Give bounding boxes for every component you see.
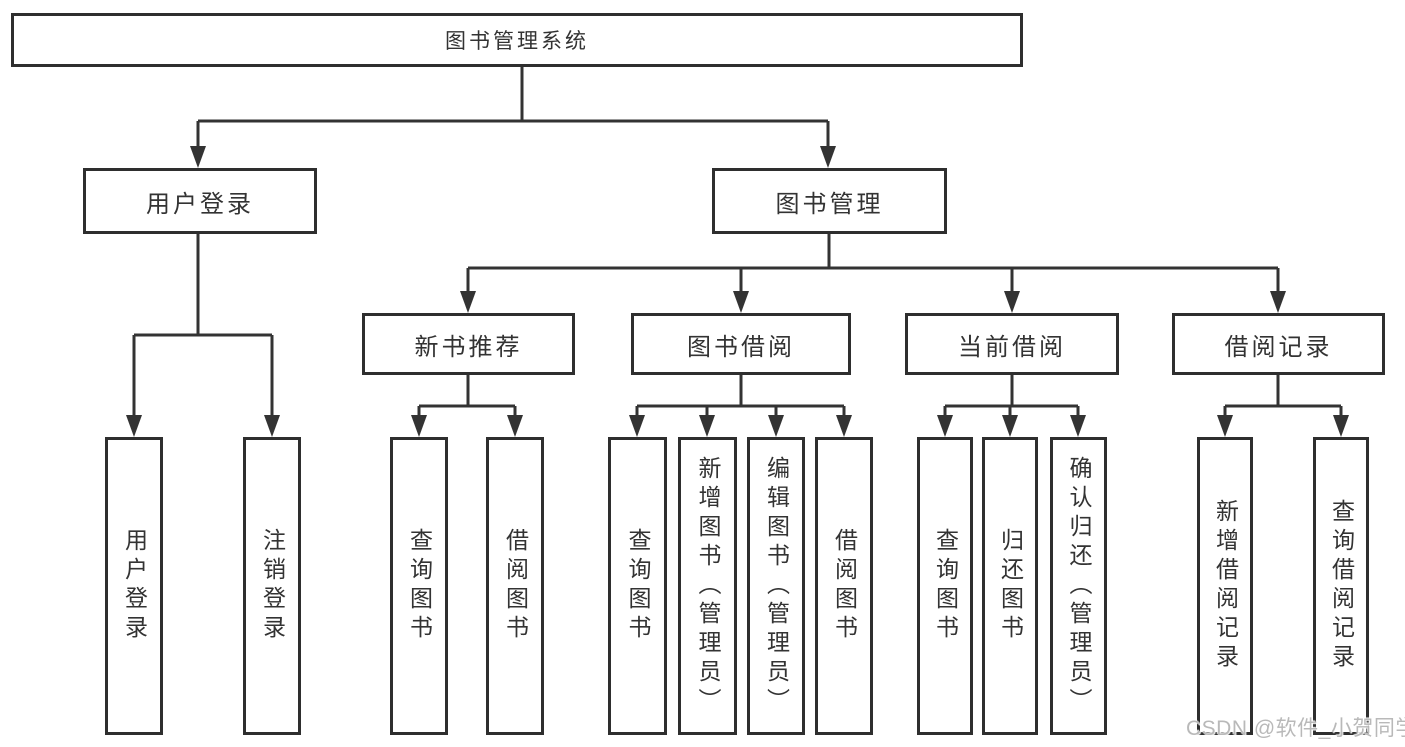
leaf-confirm-return-admin: 确认归还（管理员） [1050,437,1107,735]
leaf-query-books-2: 查询图书 [608,437,667,735]
node-book-management-label: 图书管理 [775,190,884,218]
leaf-query-books-1-label: 查询图书 [406,528,433,644]
leaf-confirm-return-admin-label: 确认归还（管理员） [1066,455,1092,717]
leaf-logout: 注销登录 [243,437,301,735]
node-new-book-recommend-label: 新书推荐 [414,333,523,361]
leaf-user-login: 用户登录 [105,437,163,735]
leaf-edit-book-admin: 编辑图书（管理员） [747,437,805,735]
leaf-borrow-books-2-label: 借阅图书 [831,528,858,644]
leaf-query-books-3: 查询图书 [917,437,973,735]
node-user-login-label: 用户登录 [146,190,254,218]
node-book-borrowing-label: 图书借阅 [687,333,795,361]
leaf-borrow-books-1-label: 借阅图书 [502,528,529,644]
node-book-borrowing: 图书借阅 [631,313,851,375]
leaf-query-books-2-label: 查询图书 [625,528,651,644]
leaf-borrow-books-2: 借阅图书 [815,437,873,735]
leaf-query-borrow-record: 查询借阅记录 [1313,437,1369,735]
arrow-connectors [126,121,1349,437]
leaf-borrow-books-1: 借阅图书 [486,437,544,735]
leaf-query-books-1: 查询图书 [390,437,448,735]
csdn-watermark: CSDN @软件_小贺同学 [1186,717,1405,740]
leaf-user-login-label: 用户登录 [121,528,148,644]
node-borrowing-records-label: 借阅记录 [1224,333,1333,361]
leaf-add-borrow-record: 新增借阅记录 [1197,437,1253,735]
leaf-add-borrow-record-label: 新增借阅记录 [1212,499,1239,673]
leaf-return-book: 归还图书 [982,437,1038,735]
leaf-edit-book-admin-label: 编辑图书（管理员） [763,455,790,717]
node-new-book-recommend: 新书推荐 [362,313,575,375]
node-root-label: 图书管理系统 [445,30,589,53]
node-borrowing-records: 借阅记录 [1172,313,1385,375]
leaf-logout-label: 注销登录 [259,528,286,644]
leaf-add-book-admin: 新增图书（管理员） [678,437,737,735]
node-current-borrowing-label: 当前借阅 [958,333,1066,361]
leaf-add-book-admin-label: 新增图书（管理员） [695,455,721,717]
node-current-borrowing: 当前借阅 [905,313,1119,375]
leaf-query-books-3-label: 查询图书 [932,528,959,644]
node-book-management: 图书管理 [712,168,947,234]
connector-line [134,67,1341,408]
leaf-query-borrow-record-label: 查询借阅记录 [1328,499,1355,673]
node-root: 图书管理系统 [11,13,1023,67]
node-user-login: 用户登录 [83,168,317,234]
leaf-return-book-label: 归还图书 [997,528,1024,644]
